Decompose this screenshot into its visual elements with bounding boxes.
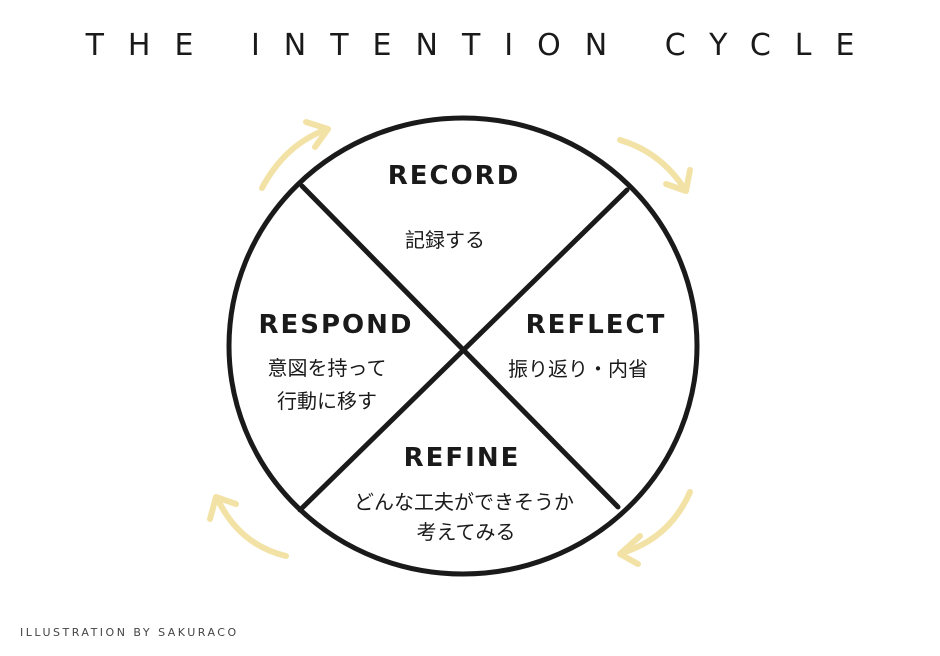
segment-label-reflect: REFLECT — [526, 310, 667, 340]
segment-label-refine: REFINE — [404, 443, 521, 473]
segment-label-record: RECORD — [388, 161, 521, 191]
segment-sublabel-refine-line1: どんな工夫ができそうか — [354, 490, 574, 514]
segment-sublabel-reflect: 振り返り・内省 — [508, 357, 648, 381]
segment-sublabel-respond-line1: 意図を持って — [268, 356, 387, 380]
cycle-arrow-bottom-left — [207, 494, 289, 559]
divider-line-a — [299, 183, 621, 510]
cycle-arrow-bottom-right — [617, 489, 693, 567]
cycle-circle — [226, 115, 700, 577]
segment-sublabel-refine-line2: 考えてみる — [417, 520, 516, 544]
illustration-credit: ILLUSTRATION BY SAKURACO — [20, 626, 239, 639]
segment-sublabel-respond-line2: 行動に移す — [277, 389, 377, 413]
cycle-arrow-top-right — [617, 137, 693, 194]
divider-line-b — [297, 187, 630, 513]
cycle-arrow-top-left — [259, 119, 331, 191]
diagram-title: THE INTENTION CYCLE — [85, 28, 879, 63]
segment-sublabel-record: 記録する — [405, 228, 485, 252]
segment-label-respond: RESPOND — [258, 310, 413, 340]
